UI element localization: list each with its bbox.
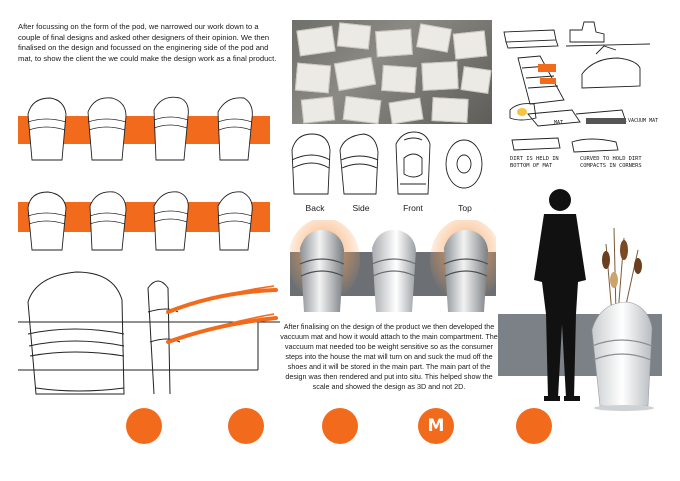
person-silhouette: [534, 189, 586, 401]
pod-renders: [290, 220, 496, 320]
mat-sketches: MAT VACUUM MAT DIRT IS HELD IN BOTTOM OF…: [500, 18, 664, 178]
pod-sketch-row-2-drawing: [18, 191, 270, 251]
sketch-note-mat: MAT: [554, 120, 564, 126]
pod-sketch-row-1: [18, 92, 270, 164]
orthographic-views-drawing: [291, 131, 483, 195]
large-pod-sketch: [18, 262, 280, 400]
situ-scene: [520, 184, 660, 414]
sketch-note-vacuum-mat: VACUUM MAT: [628, 118, 659, 124]
sketches-photo: [292, 20, 492, 124]
orange-circle-1: [126, 408, 162, 444]
view-label-top: Top: [458, 203, 472, 213]
orthographic-views: Back Side Front Top: [288, 130, 488, 216]
pod-renders-drawing: [290, 220, 496, 312]
pod-sketch-row-1-drawing: [18, 96, 270, 161]
view-label-side: Side: [352, 203, 370, 213]
pod-sketch-row-2: [18, 180, 270, 252]
situ-scene-drawing: [534, 189, 654, 411]
sketch-note-dirt-held: DIRT IS HELD IN BOTTOM OF MAT: [510, 156, 559, 169]
orange-circle-2: [228, 408, 264, 444]
logo-mark: M: [427, 416, 445, 436]
development-paragraph: After finalising on the design of the pr…: [280, 322, 498, 391]
intro-paragraph: After focussing on the form of the pod, …: [18, 22, 277, 63]
orange-circle-3: [322, 408, 358, 444]
view-label-back: Back: [305, 203, 325, 213]
sketch-note-curved: CURVED TO HOLD DIRT COMPACTS IN CORNERS: [580, 156, 642, 169]
view-label-front: Front: [403, 203, 423, 213]
logo-circle: M: [418, 408, 454, 444]
orange-circle-5: [516, 408, 552, 444]
large-pod-sketch-drawing: [18, 271, 280, 395]
mat-sketches-drawing: [503, 21, 651, 153]
